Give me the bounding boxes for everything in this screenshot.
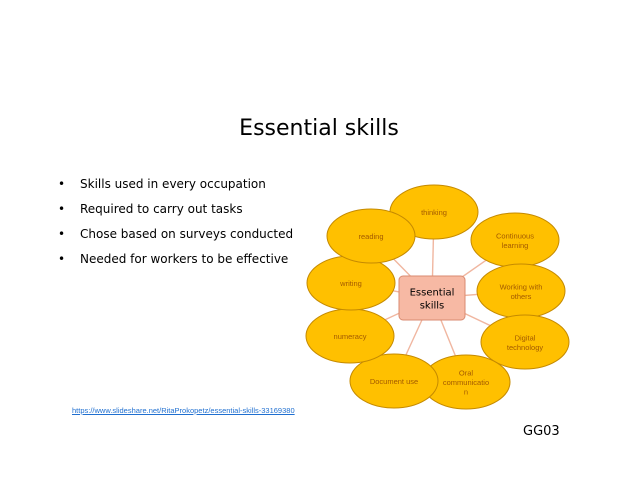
bullet-dot: • xyxy=(58,252,66,266)
skill-node-label: Continuous xyxy=(496,231,534,240)
bullet-text: Needed for workers to be effective xyxy=(80,252,289,266)
skill-node-numeracy: numeracy xyxy=(305,308,395,364)
bullet-item: • Skills used in every occupation xyxy=(58,174,293,199)
skill-node-label: Oral xyxy=(459,369,474,378)
slide-code: GG03 xyxy=(523,424,560,439)
skill-node-shape xyxy=(326,208,416,264)
bullet-list: • Skills used in every occupation • Requir… xyxy=(58,174,293,274)
bullet-text: Chose based on surveys conducted xyxy=(80,227,294,241)
bullet-item: • Chose based on surveys conducted xyxy=(58,224,293,249)
skill-node-label: Digital xyxy=(515,333,536,342)
skill-node-label: thinking xyxy=(421,208,447,217)
skill-node-shape xyxy=(349,353,439,409)
bullet-item: • Needed for workers to be effective xyxy=(58,249,293,274)
skill-node-label: numeracy xyxy=(334,332,367,341)
skill-node-document-use: Document use xyxy=(349,353,439,409)
skill-node-label: reading xyxy=(358,232,383,241)
skill-node-label: technology xyxy=(507,343,544,352)
slide-title: Essential skills xyxy=(239,116,399,141)
skill-node-writing: writing xyxy=(306,255,396,311)
skill-node-label: communicatio xyxy=(443,378,489,387)
skill-node-label: Working with xyxy=(500,282,543,291)
skill-node-label: n xyxy=(464,388,468,397)
bullet-item: • Required to carry out tasks xyxy=(58,199,293,224)
skill-node-reading: reading xyxy=(326,208,416,264)
center-node: Essential skills xyxy=(398,275,466,321)
center-node-label: skills xyxy=(420,301,445,312)
skill-node-label: others xyxy=(511,292,532,301)
center-node-box xyxy=(398,275,466,321)
skill-node-label: writing xyxy=(339,279,362,288)
skill-node-label: Document use xyxy=(370,377,418,386)
bullet-text: Required to carry out tasks xyxy=(80,202,243,216)
skill-node-shape xyxy=(480,314,570,370)
center-node-label: Essential xyxy=(410,288,455,299)
skill-node-label: learning xyxy=(502,241,529,250)
bullet-dot: • xyxy=(58,227,66,241)
bullet-dot: • xyxy=(58,202,66,216)
bullet-text: Skills used in every occupation xyxy=(80,177,266,191)
source-link[interactable]: https://www.slideshare.net/RitaProkopetz… xyxy=(72,406,295,415)
bullet-dot: • xyxy=(58,177,66,191)
